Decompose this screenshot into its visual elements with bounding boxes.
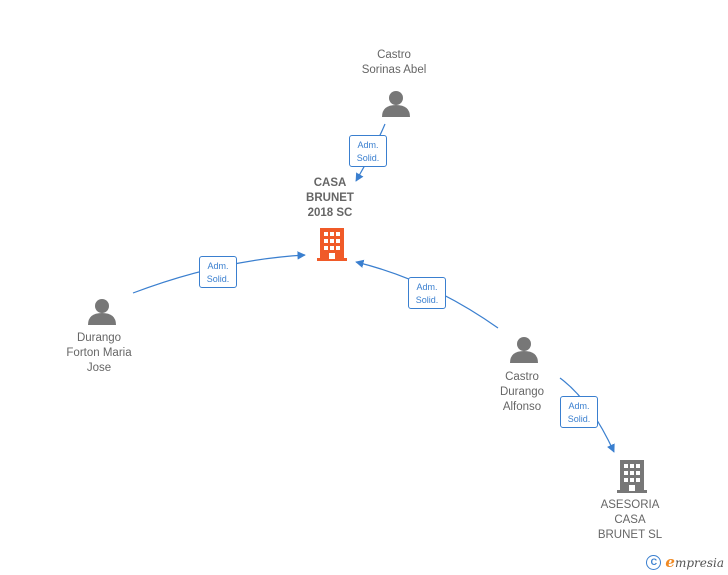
footer-brand: C empresia — [646, 553, 724, 571]
relation-badge[interactable]: Adm. Solid. — [199, 256, 237, 288]
relation-badge[interactable]: Adm. Solid. — [349, 135, 387, 167]
node-label-line: Durango — [76, 332, 122, 344]
brand-name: mpresia — [674, 556, 724, 570]
node-label-durango-forton-maria-jose[interactable]: Durango Forton Maria Jose — [49, 331, 149, 376]
brand-logo[interactable]: empresia — [665, 553, 724, 571]
relation-badge-line: Solid. — [206, 274, 230, 284]
node-label-line: Durango — [499, 386, 545, 398]
person-icon — [88, 299, 116, 325]
copyright-icon: C — [646, 554, 662, 570]
node-label-line: BRUNET — [306, 192, 354, 204]
node-label-asesoria-casa-brunet-sl[interactable]: ASESORIA CASA BRUNET SL — [580, 498, 680, 543]
node-label-castro-durango-alfonso[interactable]: Castro Durango Alfonso — [472, 370, 572, 415]
relation-badge-line: Adm. — [207, 261, 229, 271]
node-label-line: Sorinas Abel — [361, 64, 427, 76]
relation-badge[interactable]: Adm. Solid. — [560, 396, 598, 428]
node-label-line: CASA — [313, 177, 347, 189]
person-icon — [510, 337, 538, 363]
person-icon — [382, 91, 410, 117]
building-icon — [617, 460, 647, 493]
relation-badge-line: Adm. — [568, 401, 590, 411]
relation-badge-line: Solid. — [356, 153, 380, 163]
node-label-line: Castro — [377, 49, 411, 61]
node-label-line: Castro — [505, 371, 539, 383]
node-label-line: Jose — [86, 362, 112, 374]
brand-initial: e — [665, 553, 675, 571]
node-label-line: 2018 SC — [307, 207, 353, 219]
node-label-castro-sorinas-abel[interactable]: Castro Sorinas Abel — [344, 48, 444, 78]
relation-badge-line: Solid. — [567, 414, 591, 424]
building-icon — [317, 228, 347, 261]
relation-badge[interactable]: Adm. Solid. — [408, 277, 446, 309]
node-label-line: ASESORIA — [600, 499, 660, 511]
node-label-line: CASA — [614, 514, 646, 526]
node-label-line: BRUNET SL — [597, 529, 663, 541]
node-label-line: Forton Maria — [66, 347, 132, 359]
relation-badge-line: Adm. — [416, 282, 438, 292]
relation-badge-line: Adm. — [357, 140, 379, 150]
relation-badge-line: Solid. — [415, 295, 439, 305]
node-label-casa-brunet-2018-sc[interactable]: CASA BRUNET 2018 SC — [280, 176, 380, 221]
node-label-line: Alfonso — [502, 401, 542, 413]
